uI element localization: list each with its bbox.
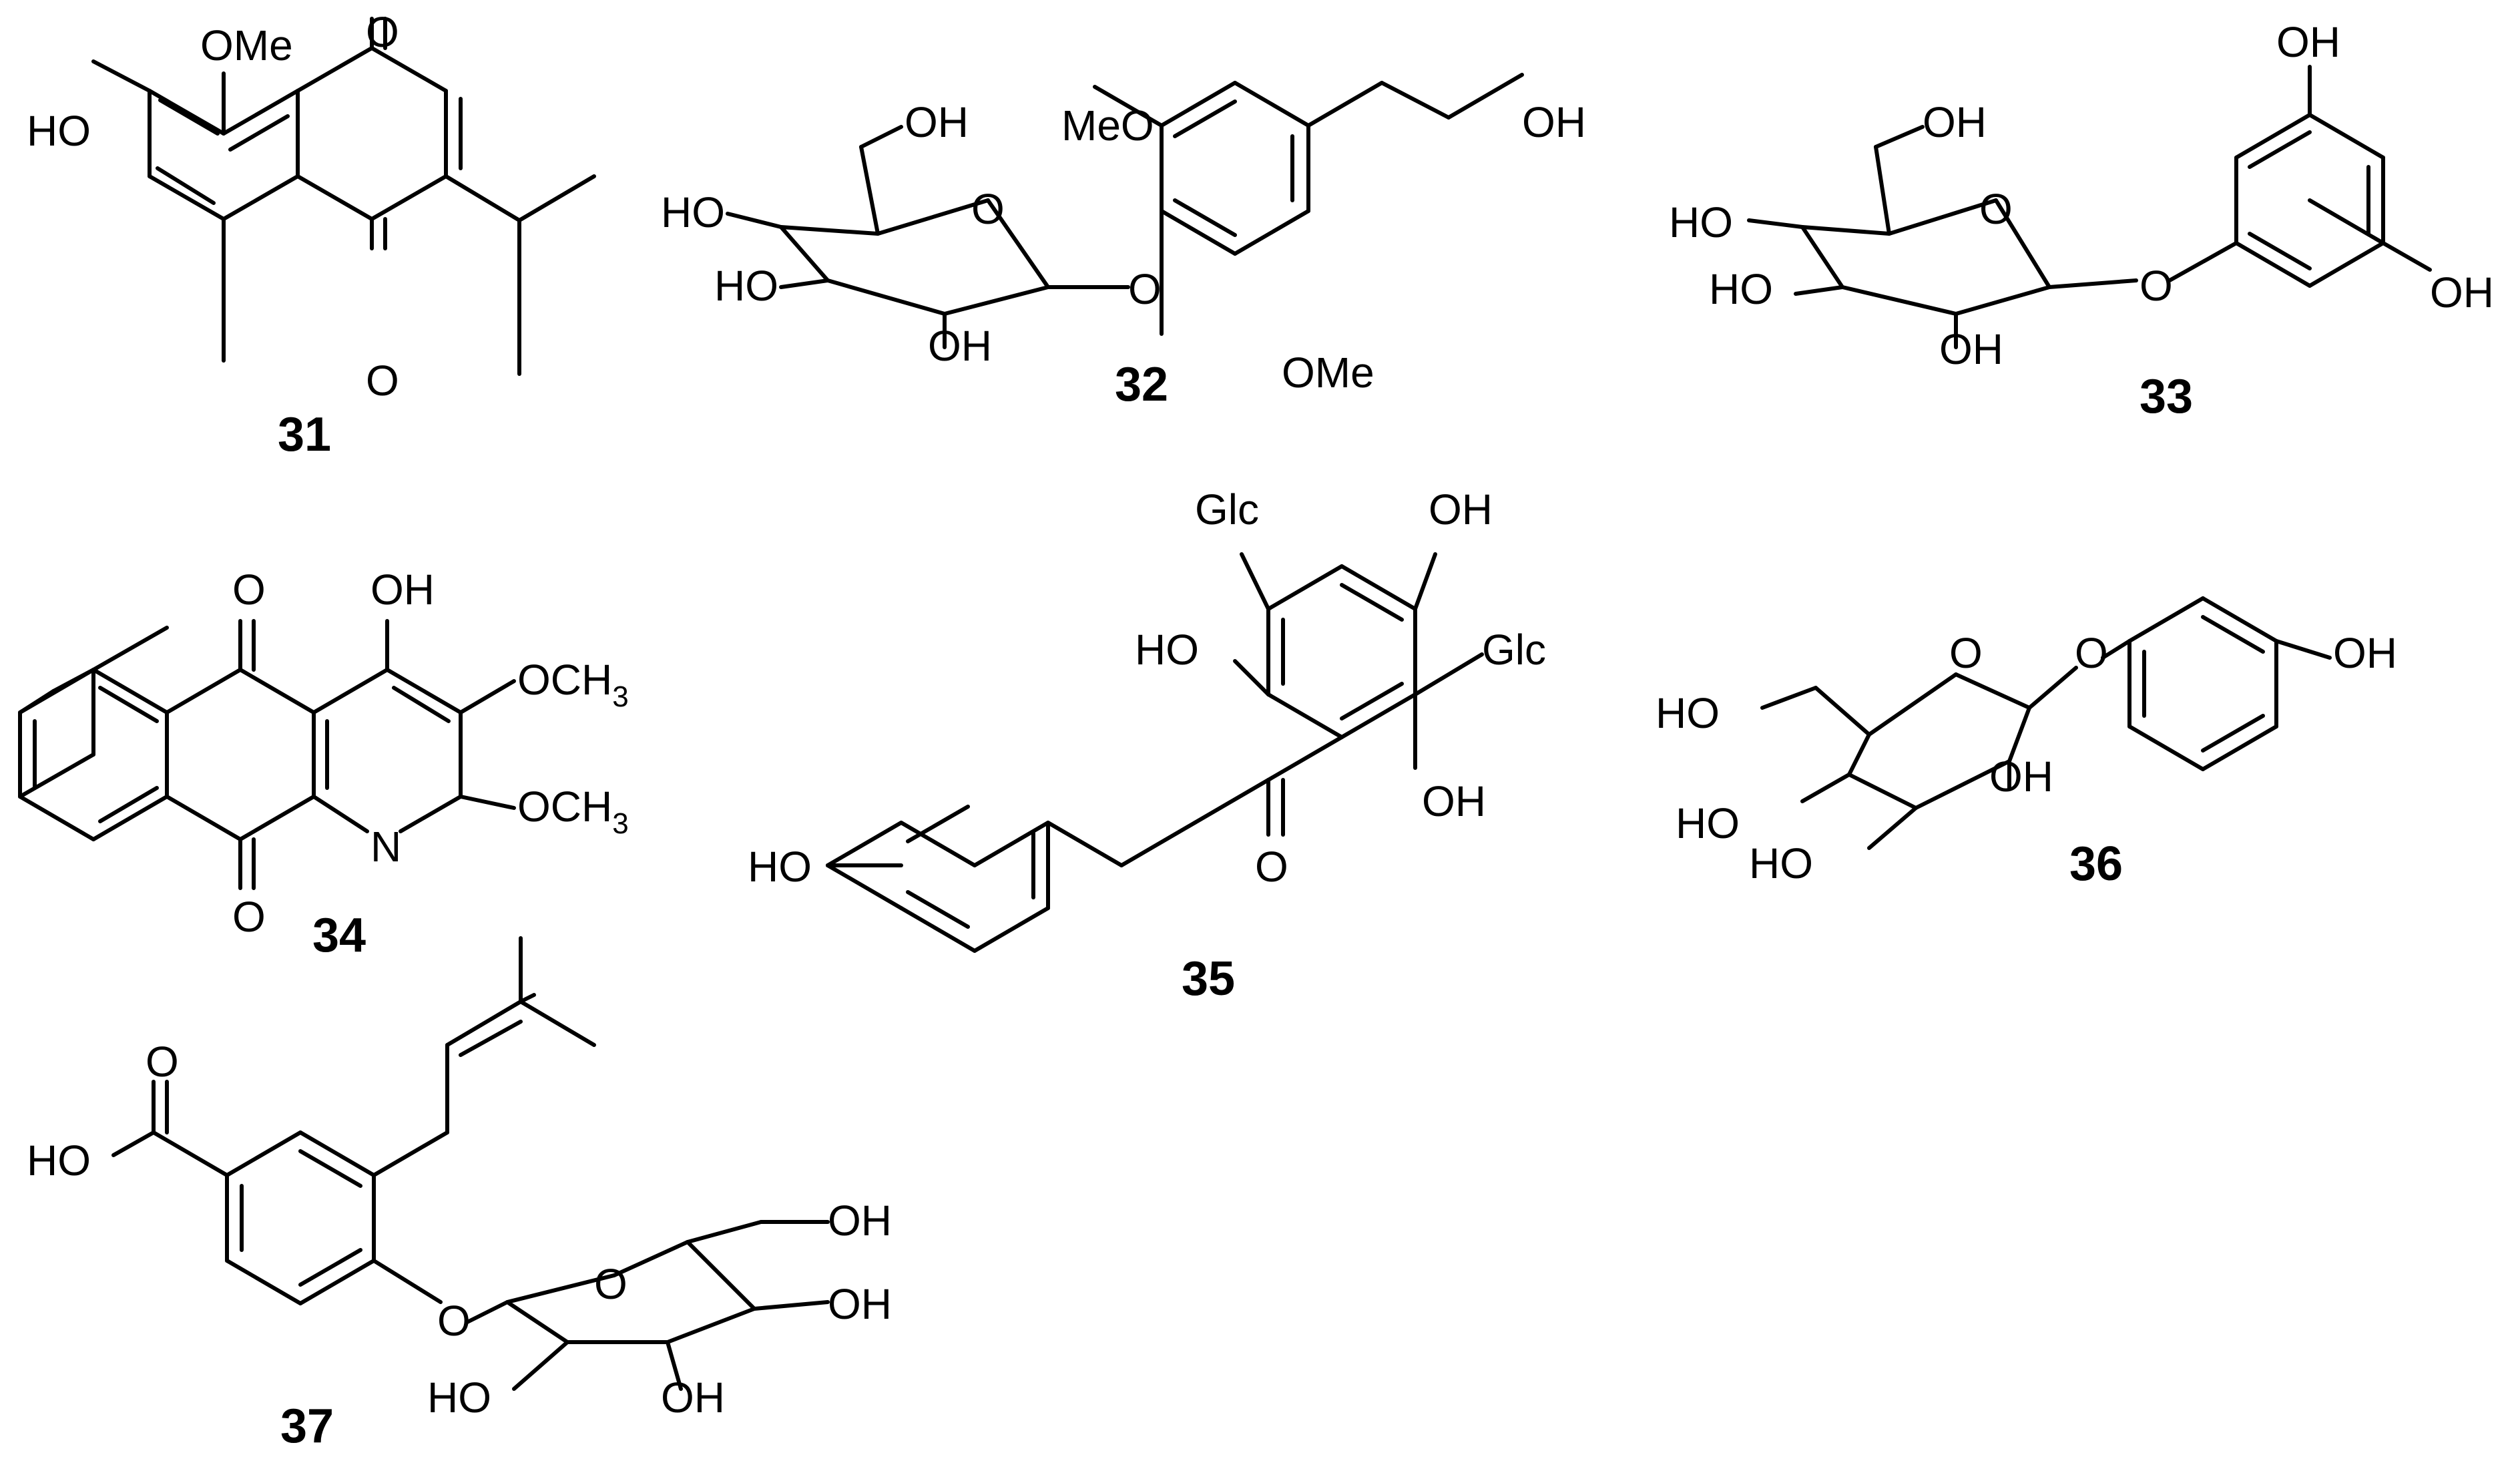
compound-number-31: 31 xyxy=(278,408,331,461)
hydroxyl-label: OH xyxy=(370,566,435,614)
hydroxyl-label: OH xyxy=(828,1280,892,1328)
methoxy-label: OMe xyxy=(200,21,293,69)
structure-36: O O HO HO HO OH OH 36 xyxy=(1656,596,2397,891)
structure-34: O O OH N OCH3 OCH3 34 xyxy=(18,566,629,962)
ketone-oxygen: O xyxy=(1255,843,1288,891)
hydroxyl-label: OH xyxy=(1422,777,1486,825)
methoxy-text: OCH xyxy=(517,783,612,831)
methoxy-label: MeO xyxy=(1061,101,1154,150)
structure-37: O HO O O OH OH HO OH 37 xyxy=(27,936,892,1453)
hydroxyl-label: HO xyxy=(661,188,725,236)
methoxy-label: OMe xyxy=(1282,349,1374,397)
ring-oxygen: O xyxy=(1949,629,1983,677)
compound-number-33: 33 xyxy=(2139,370,2193,423)
carbonyl-oxygen-top: O xyxy=(232,566,266,614)
carbonyl-oxygen-bottom: O xyxy=(366,357,399,405)
hydroxyl-label: OH xyxy=(661,1374,725,1422)
structure-32: O O OH HO HO OH MeO OMe OH 32 xyxy=(661,73,1586,411)
carbonyl-oxygen-bottom: O xyxy=(232,893,266,941)
methoxy-label: OCH3 xyxy=(517,783,629,840)
ring-nitrogen: N xyxy=(370,823,401,871)
compound-number-32: 32 xyxy=(1115,358,1168,411)
compound-number-37: 37 xyxy=(280,1400,334,1453)
methoxy-label: OCH3 xyxy=(517,656,629,713)
subscript-3: 3 xyxy=(612,680,628,713)
hydroxyl-label: HO xyxy=(1709,265,1773,313)
hydroxymethyl-label: OH xyxy=(1923,98,1987,146)
subscript-3: 3 xyxy=(612,807,628,840)
glucosyl-label: Glc xyxy=(1195,485,1259,534)
hydroxymethyl-label: OH xyxy=(905,98,969,146)
structure-31: OMe O O HO 31 xyxy=(27,8,596,461)
carbonyl-oxygen: O xyxy=(146,1038,179,1086)
hydroxyl-label: HO xyxy=(1749,839,1813,887)
phenol-hydroxyl-top: OH xyxy=(2276,18,2340,66)
hydroxyl-label: HO xyxy=(1669,198,1733,246)
glycosidic-oxygen: O xyxy=(1128,265,1162,313)
hydroxyl-label: HO xyxy=(1676,799,1740,847)
hydroxyl-label: OH xyxy=(1429,485,1493,534)
compound-number-35: 35 xyxy=(1182,952,1235,1006)
methoxy-text: OCH xyxy=(517,656,612,704)
hydroxymethyl-label: OH xyxy=(828,1197,892,1245)
phenol-hydroxyl-right: OH xyxy=(2430,268,2494,317)
ring-oxygen: O xyxy=(594,1260,627,1308)
hydroxyl-label: OH xyxy=(1939,325,2003,373)
ring-oxygen: O xyxy=(1979,185,2013,233)
hydroxyl-label: HO xyxy=(27,107,91,155)
vinyl-hydroxyl-label: OH xyxy=(1522,98,1586,146)
glycosidic-oxygen: O xyxy=(2075,629,2108,677)
hydroxyl-label: HO xyxy=(714,262,778,310)
compound-number-36: 36 xyxy=(2069,837,2123,891)
compound-number-34: 34 xyxy=(312,909,366,962)
structure-35: Glc Glc OH HO OH O HO 35 xyxy=(748,485,1546,1006)
carbonyl-oxygen-top: O xyxy=(366,8,399,56)
glycosidic-oxygen: O xyxy=(437,1297,471,1345)
hydroxyl-label: HO xyxy=(1135,626,1199,674)
structure-33: O O OH HO HO OH OH OH 33 xyxy=(1669,18,2494,423)
ring-oxygen: O xyxy=(971,185,1005,233)
hydroxyl-label: OH xyxy=(1989,753,2053,801)
hydroxyl-label: HO xyxy=(1656,689,1720,737)
phenol-hydroxyl-label: OH xyxy=(2333,629,2397,677)
glucosyl-label: Glc xyxy=(1482,626,1546,674)
glycosidic-oxygen: O xyxy=(2139,262,2173,310)
carboxyl-hydroxyl-label: HO xyxy=(27,1136,91,1185)
hydroxyl-label: OH xyxy=(928,322,992,370)
hydroxyl-label: HO xyxy=(427,1374,491,1422)
phenol-hydroxyl-label: HO xyxy=(748,843,812,891)
